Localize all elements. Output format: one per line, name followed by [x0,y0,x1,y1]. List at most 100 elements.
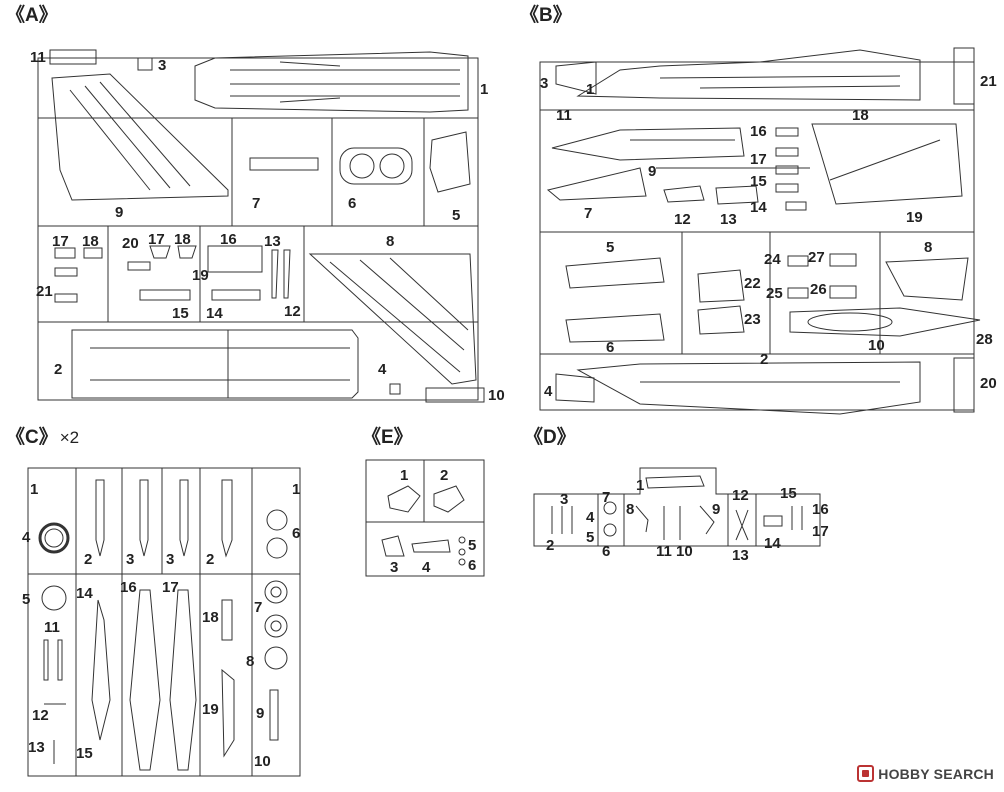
label-b16: 16 [750,123,767,140]
part-c4-inner [44,528,64,548]
label-c4: 4 [22,529,31,546]
label-c8: 8 [246,653,255,670]
sprue-c-title-text: 《C》 [6,427,58,448]
label-b20: 20 [980,375,997,392]
label-b1: 1 [586,81,595,98]
label-d15: 15 [780,485,797,502]
label-a14: 14 [206,305,223,322]
label-b19: 19 [906,209,923,226]
part-b20 [953,357,975,413]
parts-c-missiles [95,479,233,558]
label-c12: 12 [32,707,49,724]
label-b12: 12 [674,211,691,228]
parts-a-small [54,245,291,303]
sprue-c-title: 《C》×2 [6,428,79,448]
label-d1: 1 [636,477,645,494]
part-b3 [555,61,597,95]
label-c1: 1 [30,481,39,498]
label-b10: 10 [868,337,885,354]
parts-c-tanks [91,589,197,771]
label-b25: 25 [766,285,783,302]
label-c11: 11 [44,619,60,636]
watermark: HOBBY SEARCH [857,765,994,782]
label-b9: 9 [648,163,657,180]
label-c3b: 3 [166,551,175,568]
label-a11: 11 [30,49,46,66]
label-e4: 4 [422,559,431,576]
label-e6: 6 [468,557,477,574]
label-d12: 12 [732,487,749,504]
part-a1 [194,51,469,113]
part-a4 [389,383,401,395]
label-a12: 12 [284,303,301,320]
label-a20: 20 [122,235,139,252]
parts-e [381,485,466,566]
part-d1 [645,475,705,489]
sprue-e-frame [365,459,485,577]
label-b14: 14 [750,199,767,216]
label-a6: 6 [348,195,357,212]
part-a5 [429,131,471,193]
label-b26: 26 [810,281,827,298]
label-a1: 1 [480,81,489,98]
label-c3: 3 [126,551,135,568]
part-b9 [551,127,745,161]
part-b5 [565,257,665,289]
label-b17: 17 [750,151,767,168]
sprue-a-title: 《A》 [6,5,58,26]
label-b3: 3 [540,75,549,92]
label-c1b: 1 [292,481,301,498]
label-b8: 8 [924,239,933,256]
label-b13: 13 [720,211,737,228]
label-e1: 1 [400,467,409,484]
part-c6a [266,509,288,531]
parts-d-struts [551,501,803,541]
label-b6: 6 [606,339,615,356]
label-d4: 4 [586,509,595,526]
label-c13: 13 [28,739,45,756]
label-b18: 18 [852,107,869,124]
label-a17: 17 [52,233,69,250]
label-c19: 19 [202,701,219,718]
label-b7: 7 [584,205,593,222]
part-a7 [249,157,319,171]
label-b4: 4 [544,383,553,400]
part-c9 [269,689,279,741]
part-b6 [565,313,665,343]
part-a11 [49,49,97,65]
part-b7 [546,167,647,201]
part-b1 [576,49,921,101]
label-c17: 17 [162,579,179,596]
label-c15: 15 [76,745,93,762]
label-c5: 5 [22,591,31,608]
label-d6: 6 [602,543,611,560]
part-c6b [266,537,288,559]
label-d13: 13 [732,547,749,564]
part-b8 [885,257,969,301]
label-c16: 16 [120,579,137,596]
parts-c-wheels [264,580,288,670]
part-c5 [41,585,67,611]
label-d10: 10 [676,543,693,560]
label-c10: 10 [254,753,271,770]
sprue-b-title: 《B》 [520,5,572,26]
label-e3: 3 [390,559,399,576]
part-a10 [425,387,485,403]
label-a9: 9 [115,204,124,221]
sprue-b-frame [539,61,975,411]
label-d3: 3 [560,491,569,508]
label-c9: 9 [256,705,265,722]
part-a3 [137,57,153,71]
label-d7: 7 [602,489,611,506]
label-d9: 9 [712,501,721,518]
label-c14: 14 [76,585,93,602]
part-c18 [221,599,233,641]
label-a7: 7 [252,195,261,212]
part-a6 [339,147,413,185]
label-b23: 23 [744,311,761,328]
label-b5: 5 [606,239,615,256]
sprue-d-frame [533,467,821,547]
label-a8: 8 [386,233,395,250]
parts-c-small [43,639,66,764]
